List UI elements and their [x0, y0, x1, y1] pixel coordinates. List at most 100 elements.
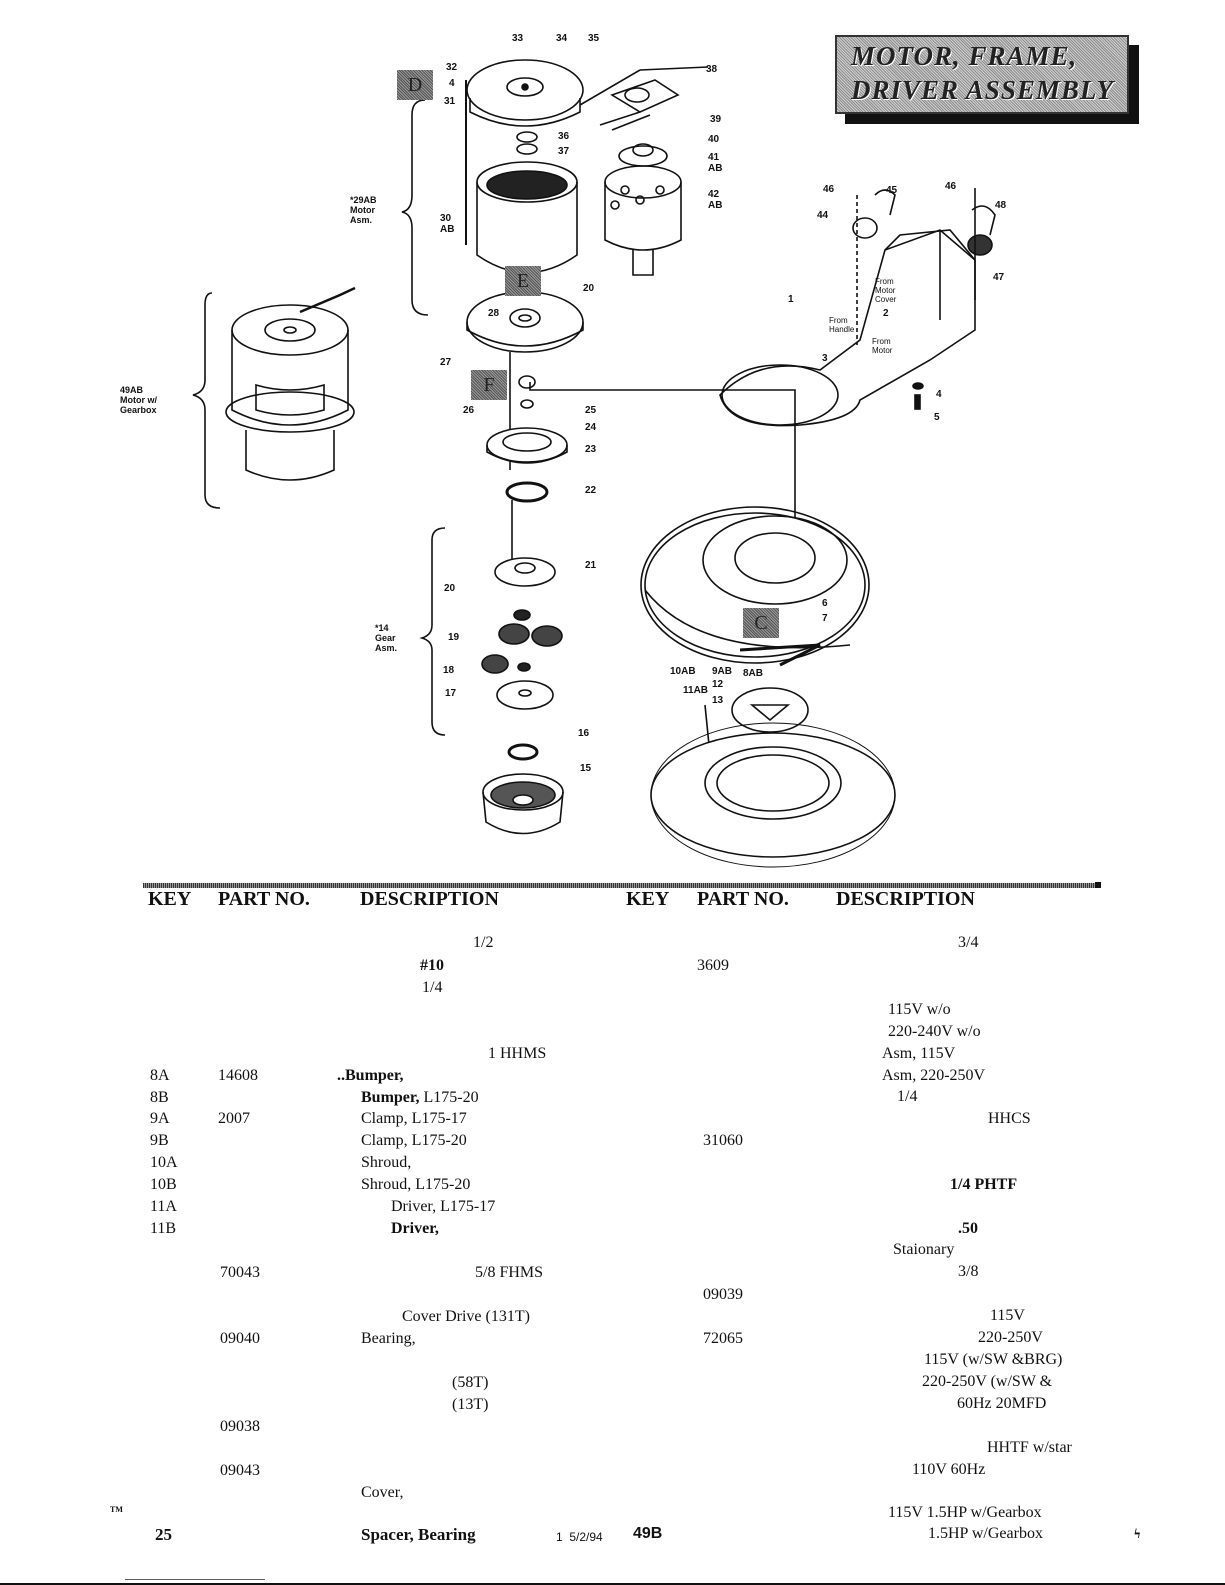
callout: 10AB	[670, 666, 696, 677]
table-cell-desc: Clamp, L175-20	[361, 1132, 467, 1149]
header-part-left: PART NO.	[218, 888, 310, 910]
header-key-right: KEY	[626, 888, 670, 910]
table-cell-desc: 1.5HP w/Gearbox	[928, 1525, 1043, 1542]
callout: 48	[995, 200, 1007, 211]
table-cell-key: 9A	[150, 1110, 170, 1127]
motor-end-cap-part	[465, 59, 584, 245]
callout: 36	[558, 131, 570, 142]
table-cell-desc: (13T)	[452, 1396, 489, 1413]
table-cell-desc: 1 HHMS	[488, 1045, 547, 1062]
page-title-banner: MOTOR, FRAME, DRIVER ASSEMBLY	[835, 35, 1129, 114]
table-cell-desc: 110V 60Hz	[912, 1461, 986, 1478]
callout: 41 AB	[708, 152, 723, 174]
callout: 5	[934, 412, 940, 423]
gear-asm-label: *14 Gear Asm.	[375, 623, 398, 653]
table-top-rule	[143, 883, 1100, 888]
table-cell-part: 70043	[220, 1264, 260, 1281]
header-part-right: PART NO.	[697, 888, 789, 910]
table-cell-key: 10A	[150, 1154, 178, 1171]
pad-driver-part	[650, 722, 896, 868]
table-cell-part: 09043	[220, 1462, 260, 1479]
table-cell-desc: 115V	[990, 1307, 1025, 1324]
page-bottom-rule	[0, 1583, 1225, 1585]
callout: 22	[585, 485, 597, 496]
table-cell-part: 09040	[220, 1330, 260, 1347]
callout: 47	[993, 272, 1005, 283]
callout: 46	[945, 181, 957, 192]
callout: 17	[445, 688, 457, 699]
footer-left-number: 25	[155, 1525, 172, 1544]
table-top-rule-end	[1095, 882, 1101, 888]
table-cell-desc: Driver, L175-17	[391, 1198, 496, 1215]
table-cell-desc: Shroud, L175-20	[361, 1176, 471, 1193]
callout: 19	[448, 632, 460, 643]
motor-frame-part	[719, 229, 976, 427]
exploded-parts-diagram	[192, 59, 996, 868]
callout: 20	[444, 583, 456, 594]
table-cell-desc: (58T)	[452, 1374, 489, 1391]
footer-link-underline[interactable]	[125, 1579, 265, 1580]
callout: 4	[449, 78, 455, 89]
corner-mark-icon: ϟ	[1134, 1527, 1141, 1542]
header-desc-right: DESCRIPTION	[836, 888, 975, 910]
footer-spacer-text: Spacer, Bearing	[361, 1525, 476, 1544]
section-letter-f: F	[471, 370, 507, 400]
table-cell-part: 14608	[218, 1067, 258, 1084]
stator-housing-part	[476, 161, 578, 274]
page-title-line-1: MOTOR, FRAME,	[851, 41, 1078, 71]
table-cell-desc: 220-250V (w/SW &	[922, 1373, 1053, 1390]
header-key-left: KEY	[148, 888, 192, 910]
callout: 24	[585, 422, 597, 433]
brush-holder-part	[579, 66, 709, 131]
table-cell-desc: Bearing,	[361, 1330, 416, 1347]
callout: 28	[488, 308, 500, 319]
table-cell-part: 09038	[220, 1418, 260, 1435]
table-cell-part: 09039	[703, 1286, 743, 1303]
table-cell-desc: 1/4	[422, 979, 443, 996]
callout: 18	[443, 665, 455, 676]
callout: 33	[512, 33, 524, 44]
callout: 20	[583, 283, 595, 294]
callout: 11AB	[683, 685, 709, 696]
table-cell-desc: 115V (w/SW &BRG)	[924, 1351, 1063, 1368]
table-cell-desc: HHTF w/star	[987, 1439, 1072, 1456]
callout: 6	[822, 598, 828, 609]
footer-revision-date: 1 5/2/94	[556, 1530, 603, 1544]
callout: 12	[712, 679, 724, 690]
callout: 27	[440, 357, 452, 368]
callout: 25	[585, 405, 597, 416]
page-title-line-2: DRIVER ASSEMBLY	[851, 75, 1114, 105]
callout: 9AB	[712, 666, 733, 677]
table-cell-desc: 3/8	[958, 1263, 979, 1280]
table-cell-desc: Bumper, L175-20	[361, 1088, 479, 1108]
table-cell-key: 11B	[150, 1220, 177, 1237]
callout: 26	[463, 405, 475, 416]
motor-with-gearbox-part	[192, 286, 356, 509]
footer-page-id: 49B	[633, 1525, 663, 1542]
callout: 32	[446, 62, 458, 73]
table-cell-desc: Cover,	[361, 1484, 404, 1501]
table-cell-desc: 220-250V	[978, 1329, 1043, 1346]
table-cell-desc: 115V 1.5HP w/Gearbox	[888, 1504, 1042, 1521]
callout: 16	[578, 728, 590, 739]
table-cell-desc: 3/4	[958, 934, 979, 951]
callout: 44	[817, 210, 829, 221]
motor-base-plate-part	[466, 291, 584, 353]
shroud-bumper-part	[640, 506, 870, 667]
table-cell-desc: 1/2	[473, 934, 494, 951]
trademark-mark: TM	[110, 1505, 123, 1514]
desc-bold-part: Bumper,	[361, 1089, 420, 1106]
callout: 42 AB	[708, 189, 723, 211]
table-cell-part: 3609	[697, 957, 729, 974]
table-cell-desc: Asm, 115V	[882, 1045, 956, 1062]
spring-clip-part	[516, 131, 538, 155]
table-cell-desc: Staionary	[893, 1241, 955, 1258]
callout: 34	[556, 33, 568, 44]
armature-part	[604, 143, 682, 276]
callout: 2	[883, 308, 889, 319]
motor-asm-label: *29AB Motor Asm.	[350, 195, 377, 225]
section-letter-c: C	[743, 608, 779, 638]
motor-gearbox-label: 49AB Motor w/ Gearbox	[120, 385, 157, 415]
table-cell-desc: 220-240V w/o	[888, 1023, 981, 1040]
callout: 13	[712, 695, 724, 706]
